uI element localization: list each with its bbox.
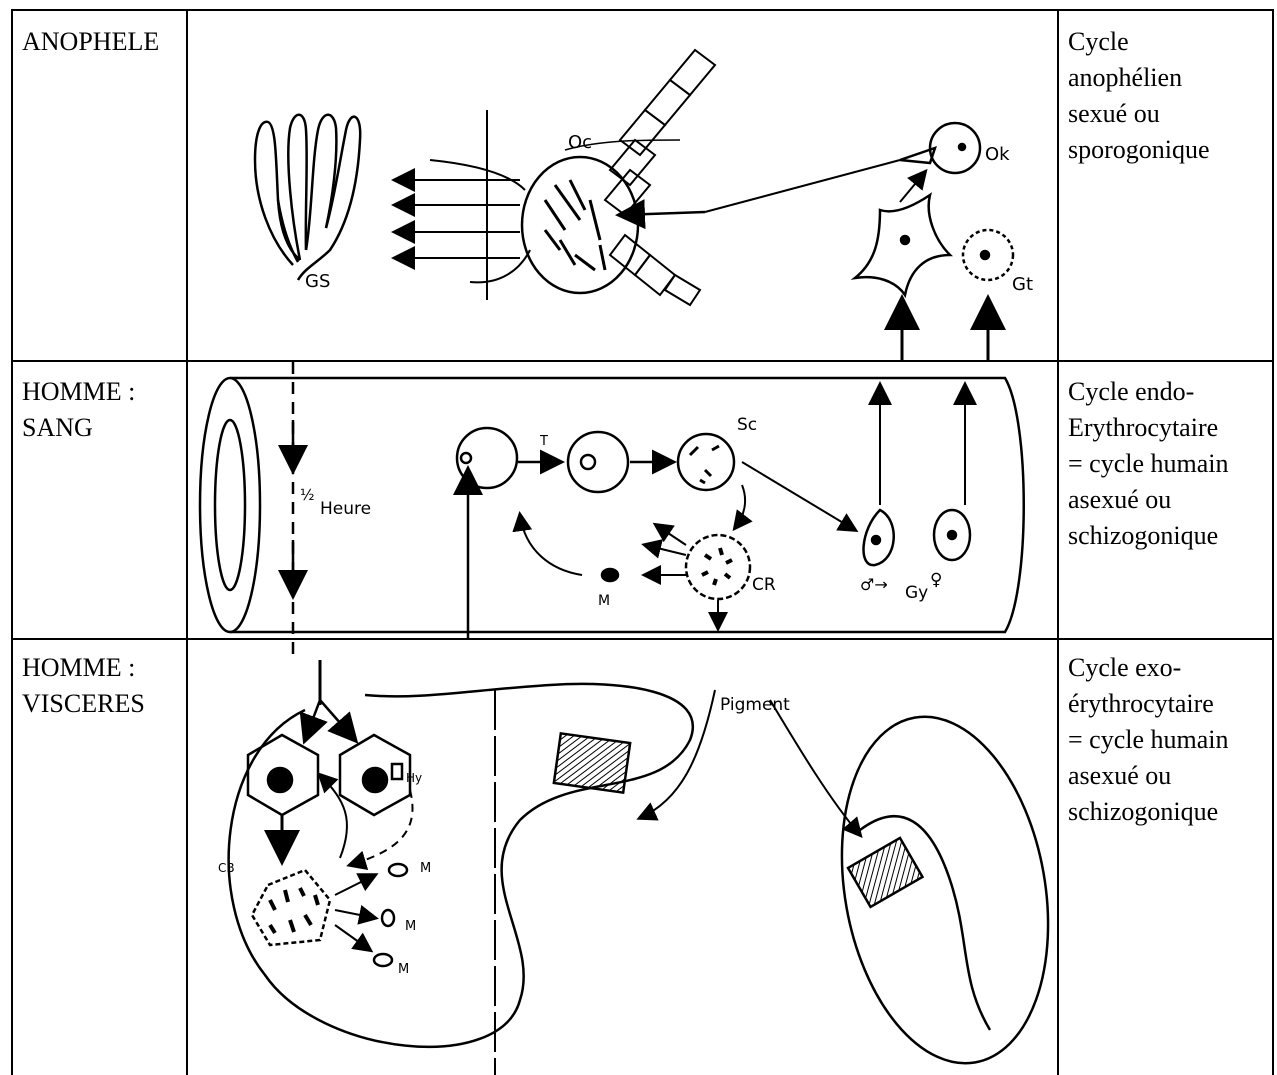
ookinete-icon — [900, 123, 980, 173]
male-label: ♂→ — [860, 575, 888, 594]
m-label-blood: M — [598, 593, 610, 609]
sporozoite-arrows — [395, 160, 530, 282]
m-label-1: M — [420, 861, 431, 876]
spleen-icon — [816, 700, 1074, 1075]
merozoite-rbc-icon — [457, 428, 517, 488]
female-label: ♀ — [930, 570, 942, 590]
salivary-gland-icon — [255, 115, 360, 280]
oc-label: Oc — [568, 132, 592, 153]
cr-label: CR — [752, 575, 776, 595]
heure-label: Heure — [320, 499, 371, 519]
ok-label: Ok — [985, 144, 1010, 165]
rosette-icon — [686, 535, 750, 599]
sc-label: Sc — [737, 415, 757, 435]
trophozoite-icon — [568, 432, 628, 492]
pigment-label: Pigment — [720, 695, 790, 715]
gametocyte-icon — [963, 230, 1013, 280]
pigment-block-liver — [554, 733, 630, 792]
hypnozoite-hepatocyte-icon — [340, 735, 410, 815]
hepatocyte-icon — [248, 735, 318, 815]
cb-label: CB — [218, 861, 235, 875]
hy-label: Hy — [406, 771, 422, 785]
half-label: ½ — [300, 486, 315, 504]
schizont-icon — [678, 434, 734, 490]
gut-epithelium-icon — [605, 50, 715, 305]
m-label-3: M — [398, 962, 409, 977]
hepatic-schizont-icon — [252, 870, 330, 945]
gs-label: GS — [305, 271, 330, 292]
liver-icon — [229, 684, 693, 1047]
gy-label: Gy — [905, 583, 928, 603]
m-label-2: M — [405, 919, 416, 934]
zygote-icon — [855, 195, 950, 295]
male-gametocyte-icon — [864, 510, 894, 565]
gt-label: Gt — [1012, 274, 1033, 295]
t-label: T — [539, 434, 548, 449]
female-gametocyte-icon — [934, 510, 970, 560]
sporozoite-entry-arrows — [305, 660, 355, 740]
